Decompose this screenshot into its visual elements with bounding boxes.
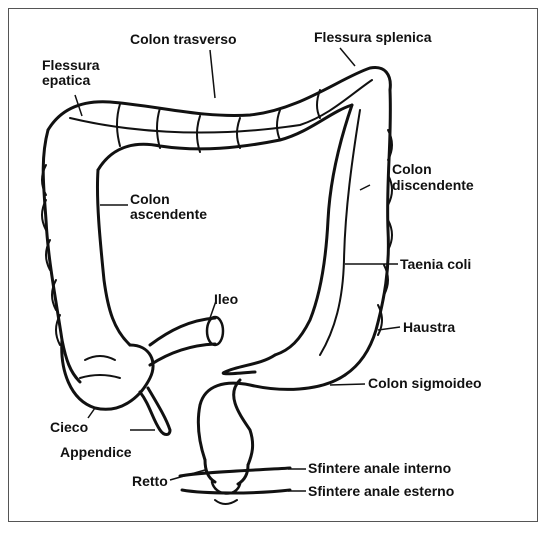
ileum — [150, 318, 215, 365]
label-flessura-splenica: Flessura splenica — [314, 30, 432, 45]
label-flessura-epatica-line1: Flessura — [42, 58, 100, 73]
label-cieco: Cieco — [50, 420, 88, 435]
label-retto: Retto — [132, 474, 168, 489]
sigmoid-colon — [198, 375, 345, 460]
label-colon-sigmoideo: Colon sigmoideo — [368, 376, 482, 391]
label-taenia-coli: Taenia coli — [400, 257, 471, 272]
label-appendice: Appendice — [60, 445, 132, 460]
label-ileo: Ileo — [214, 292, 238, 307]
label-flessura-epatica-line2: epatica — [42, 73, 90, 88]
descending-colon — [345, 90, 390, 375]
label-colon-discendente-line2: discendente — [392, 178, 474, 193]
label-colon-ascendente-line1: Colon — [130, 192, 170, 207]
transverse-colon — [48, 67, 390, 130]
appendix — [140, 388, 170, 435]
label-haustra: Haustra — [403, 320, 455, 335]
label-colon-trasverso: Colon trasverso — [130, 32, 237, 47]
label-sfintere-esterno: Sfintere anale esterno — [308, 484, 454, 499]
label-sfintere-interno: Sfintere anale interno — [308, 461, 451, 476]
ileum-end — [207, 317, 223, 345]
label-colon-discendente-line1: Colon — [392, 162, 432, 177]
label-colon-ascendente-line2: ascendente — [130, 207, 207, 222]
